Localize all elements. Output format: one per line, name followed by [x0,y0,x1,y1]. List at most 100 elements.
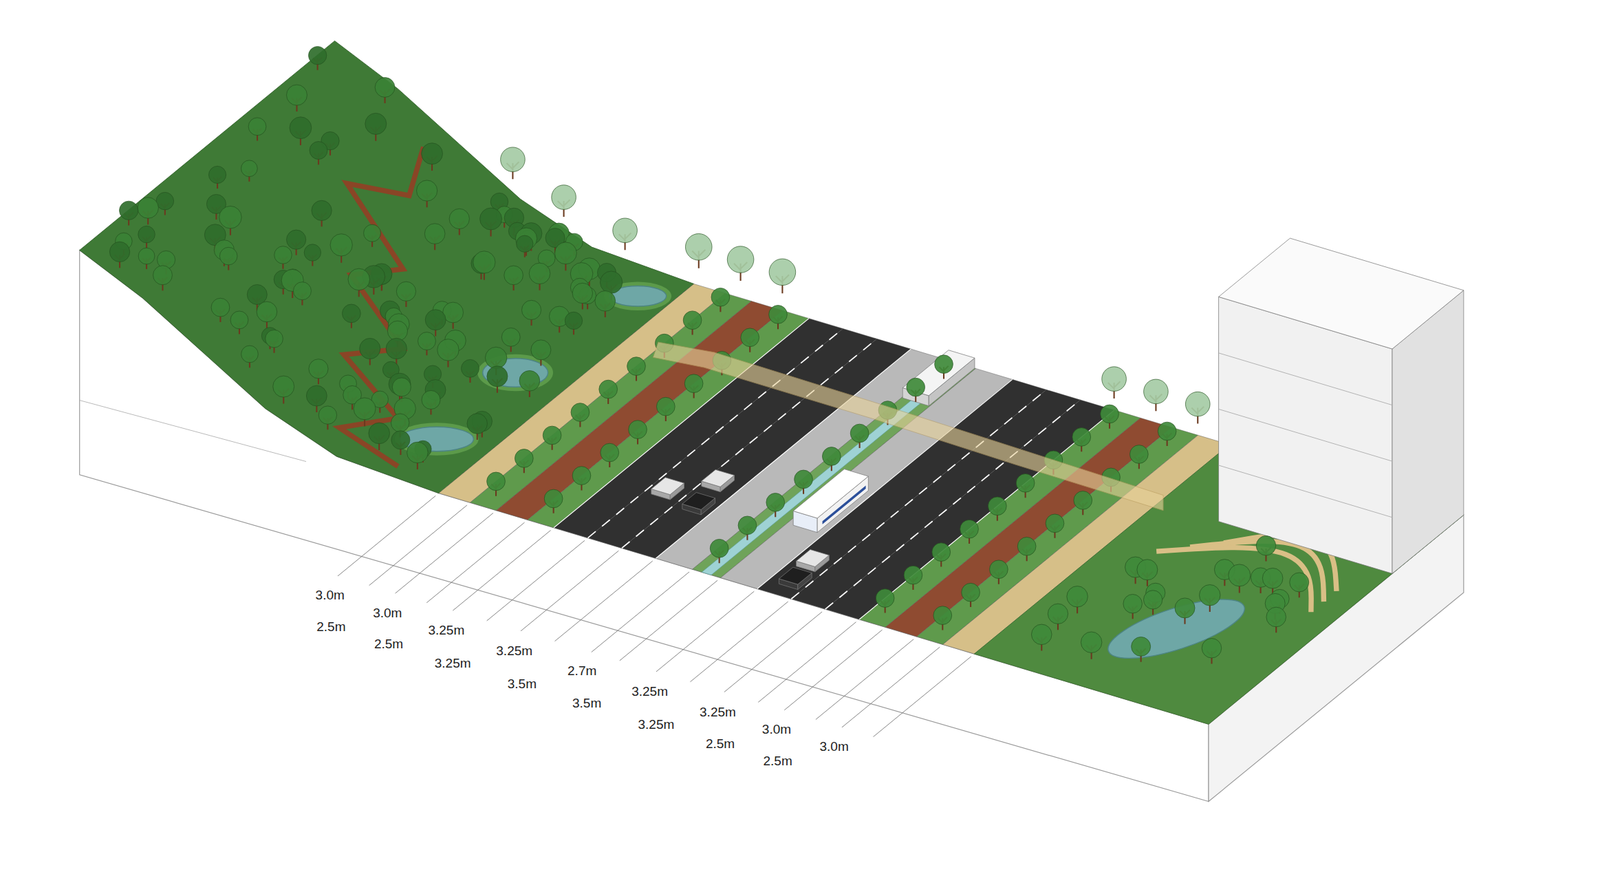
tree [442,301,464,329]
tree [766,493,785,518]
dimension-label: 3.25m [495,643,533,657]
hill-trail [339,147,424,467]
tree [906,377,926,402]
tree [656,396,675,421]
tree [480,207,503,236]
tree [987,496,1007,521]
tree [572,282,593,309]
tree [293,282,311,306]
tree [1015,473,1035,498]
floor-line [1218,408,1393,461]
car [701,469,735,487]
tree [514,449,534,474]
tree [363,224,382,247]
extension-line [689,601,788,682]
dimension-label: 2.7m [567,663,597,677]
tree [516,235,534,258]
tree [467,413,488,440]
dimension-label: 3.0m [762,722,792,736]
tree [109,241,130,268]
extension-line [784,629,882,710]
extension-line [555,560,653,642]
dimension-label: 3.25m [631,683,668,697]
tree [504,265,524,291]
tree [487,365,508,393]
tree [933,606,953,631]
tree [850,423,869,448]
extension-line [369,504,468,586]
tree [1174,597,1195,624]
dimension-label: 3.25m [427,623,465,637]
tree [417,332,436,356]
tree [564,311,582,335]
car [796,548,830,567]
tree [551,185,577,217]
tree [1228,564,1251,593]
tree [515,227,537,256]
tree [600,442,620,468]
tree [365,112,387,141]
tree [421,390,441,415]
tree [1047,603,1068,630]
dimension-label: 3.25m [434,655,472,669]
tree [416,180,438,208]
extension-line [758,621,856,703]
floor-line [1218,465,1393,518]
car [778,566,812,585]
dimension-label: 2.5m [705,736,735,750]
tree [342,304,362,329]
extension-line [656,590,754,672]
extension-line [815,639,914,720]
tree [1199,584,1221,613]
tree [711,287,730,312]
tree [153,265,173,291]
dimension-label: 2.5m [763,753,793,767]
dimension-label: 2.5m [316,619,346,633]
tree [875,588,895,613]
tree [684,374,704,399]
tree [318,405,337,430]
tree [519,370,540,397]
dimension-label: 3.25m [637,716,675,730]
extension-line [591,571,690,653]
park-pond [1101,586,1251,670]
dimension-label: 3.5m [507,676,537,690]
tree [544,489,563,514]
tree [256,301,278,329]
tree [473,251,496,280]
extension-line [724,611,823,693]
tree [304,244,321,267]
tree [1066,586,1088,614]
tree [1157,421,1177,446]
tree [595,290,616,318]
dimension-label: 3.5m [572,696,602,710]
tree [388,372,411,402]
tree [1256,535,1276,562]
tree [740,328,760,353]
tree [241,345,259,368]
tree [449,208,470,235]
extension-line [619,579,718,661]
tree [265,329,284,353]
dimension-label: 3.0m [372,605,402,619]
extension-line [337,495,436,576]
tree [934,354,954,380]
tree [727,246,754,281]
tree [572,466,591,491]
tree [501,327,521,352]
tree [138,225,155,248]
pedestrian-bridge [652,341,1164,511]
tree [1143,590,1162,615]
tree [230,310,249,335]
tree [1100,404,1120,429]
tree [903,565,923,590]
tree [330,233,353,263]
tree [709,538,729,563]
tree [274,246,293,269]
dimension-label: 2.5m [374,636,404,650]
tree [308,46,327,70]
tree [1143,379,1169,411]
tree [219,246,238,270]
